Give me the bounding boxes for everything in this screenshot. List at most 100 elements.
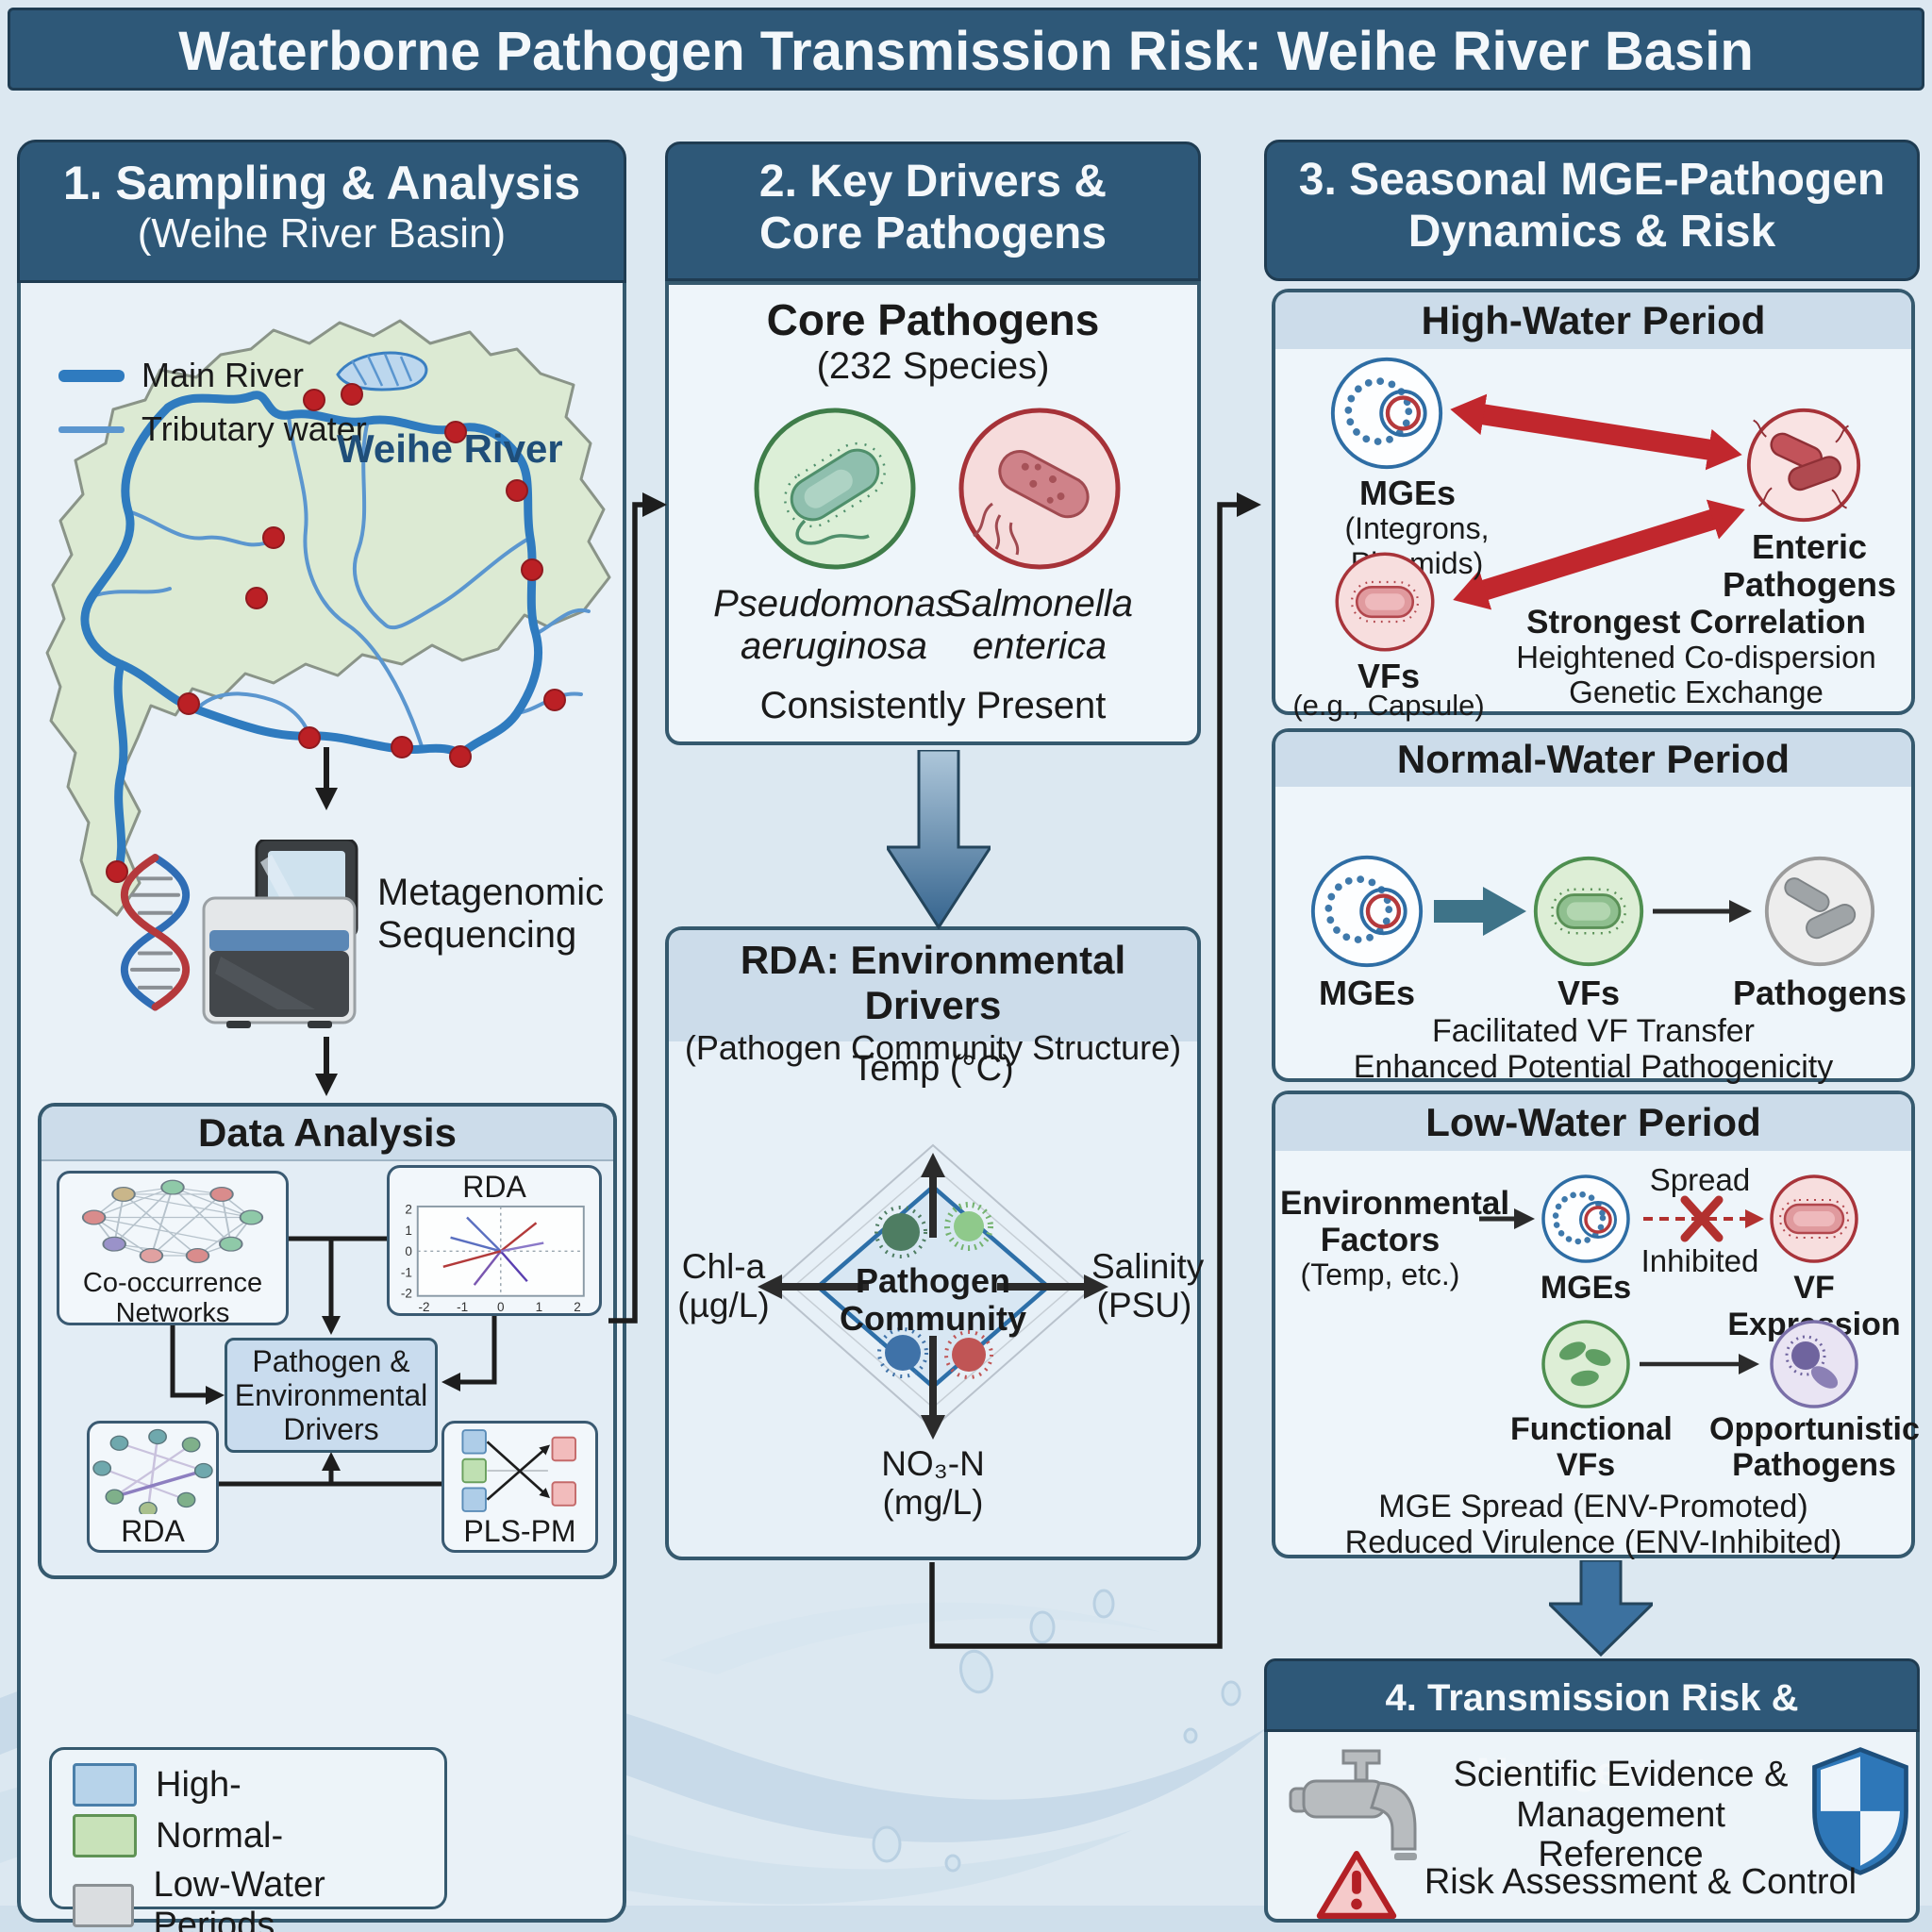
water-period-legend: High- Normal- Low-Water Periods: [49, 1747, 447, 1932]
env-line1: Environmental: [1280, 1185, 1510, 1222]
panel-seasonal-dynamics-header: 3. Seasonal MGE-Pathogen Dynamics & Risk: [1264, 140, 1920, 281]
high-water-notes: Strongest Correlation Heightened Co-disp…: [1478, 604, 1914, 710]
high-note2: Heightened Co-dispersion: [1516, 640, 1876, 675]
rda-xtick: 1: [536, 1300, 543, 1314]
no3-line2: (mg/L): [882, 1483, 984, 1523]
panel3-header-line2: Dynamics & Risk: [1407, 207, 1776, 257]
normal-vf-label: VFs: [1557, 974, 1621, 1012]
co-occurrence-box: Co-occurrence Networks: [57, 1171, 289, 1328]
normal-note1: Facilitated VF Transfer: [1431, 1013, 1755, 1049]
species1-line1: Pseudomonas: [713, 583, 955, 625]
drivers-line2: Environmental: [234, 1377, 428, 1412]
core-to-rda-arrow: [887, 750, 991, 929]
high-water-swatch: [73, 1763, 137, 1807]
mge-to-vf-arrow: [1434, 887, 1526, 936]
sequencing-label-line2: Sequencing: [377, 914, 577, 956]
enteric-line1: Enteric: [1751, 527, 1868, 566]
rda-xtick: -1: [457, 1300, 468, 1314]
enteric-pathogens-icon: [1746, 408, 1861, 523]
rda-ytick: 2: [405, 1205, 412, 1217]
panel2-header-line2: Core Pathogens: [758, 208, 1108, 258]
pathogen-community-line1: Pathogen: [855, 1261, 1010, 1300]
chla-line2: (µg/L): [677, 1286, 770, 1325]
shield-icon: [1812, 1747, 1908, 1875]
main-river-line-swatch: [58, 369, 125, 382]
map-legend-main-river: Main River: [58, 356, 304, 395]
normal-water-period-box: Normal-Water Period: [1272, 728, 1915, 1085]
low-note2: Reduced Virulence (ENV-Inhibited): [1344, 1524, 1842, 1561]
evidence-line1: Scientific Evidence &: [1453, 1755, 1789, 1794]
normal-water-title: Normal-Water Period: [1275, 732, 1911, 787]
core-pathogens-box: Core Pathogens (232 Species): [665, 281, 1201, 745]
rda-ytick: 0: [405, 1244, 412, 1258]
mge-plasmid-icon: [1330, 357, 1443, 470]
opportunistic-line2: Pathogens: [1732, 1447, 1896, 1484]
rda-env-title: RDA: Environmental Drivers: [740, 938, 1126, 1027]
species2-label: Salmonella enterica: [903, 583, 1176, 668]
river-basin-map: [45, 319, 611, 917]
evidence-text: Scientific Evidence & Management Referen…: [1436, 1755, 1806, 1875]
panel3-header-line1: 3. Seasonal MGE-Pathogen: [1298, 155, 1886, 205]
normal-note2: Enhanced Potential Pathogenicity: [1353, 1049, 1834, 1086]
env-line2: Factors: [1320, 1222, 1441, 1259]
low-mge-label: MGEs: [1540, 1270, 1632, 1306]
species1-line2: aeruginosa: [741, 625, 927, 667]
normal-water-swatch: [73, 1814, 137, 1857]
core-pathogens-subtitle: (232 Species): [816, 345, 1050, 387]
normal-pathogens-icon: [1764, 856, 1875, 967]
warning-triangle-icon: [1316, 1851, 1397, 1919]
functional-vfs-icon: [1541, 1320, 1630, 1408]
functional-line1: Functional: [1510, 1411, 1673, 1447]
rda-ytick: -1: [401, 1265, 412, 1279]
vfs-to-opportunistic-arrow: [1640, 1354, 1759, 1374]
spread-inhibited-arrow: [1643, 1195, 1764, 1242]
high-water-label: High-: [156, 1764, 242, 1805]
tributary-line-swatch: [58, 425, 125, 433]
panel1-header: 1. Sampling & Analysis (Weihe River Basi…: [17, 140, 626, 283]
chla-line1: Chl-a: [681, 1247, 766, 1286]
co-occurrence-network-icon: [81, 1179, 264, 1263]
rda-bottom-label: RDA: [121, 1514, 185, 1548]
sequencing-label: Metagenomic Sequencing: [377, 872, 623, 957]
sequencing-label-line1: Metagenomic: [377, 872, 605, 913]
normal-mge-icon: [1310, 855, 1424, 968]
drivers-line1: Pathogen &: [252, 1344, 410, 1378]
rda-xtick: 0: [497, 1300, 505, 1314]
map-legend-tributary: Tributary water: [58, 409, 367, 449]
normal-water-notes: Facilitated VF Transfer Enhanced Potenti…: [1275, 1013, 1911, 1085]
panel4-header: 4. Transmission Risk & Management: [1264, 1658, 1920, 1792]
species1-label: Pseudomonas aeruginosa: [697, 583, 971, 668]
low-mge-icon: [1541, 1174, 1630, 1263]
rda-network-icon: [92, 1428, 213, 1514]
high-vf-label: VFs: [1357, 657, 1421, 695]
panel2-header-line1: 2. Key Drivers &: [758, 157, 1108, 207]
pls-pm-label: PLS-PM: [463, 1514, 576, 1548]
drivers-line3: Drivers: [283, 1411, 379, 1446]
rda-ordination-plot: -2 -1 0 1 2 2 1 0 -1 -2: [401, 1205, 585, 1314]
evidence-line2: Management Reference: [1516, 1794, 1725, 1875]
low-note1: MGE Spread (ENV-Promoted): [1378, 1489, 1808, 1524]
vf-to-pathogens-arrow: [1653, 900, 1752, 923]
opportunistic-label: Opportunistic Pathogens: [1709, 1411, 1920, 1484]
rda-environmental-drivers-box: RDA: Environmental Drivers (Pathogen Com…: [665, 926, 1204, 1560]
panel1-header-line1: 1. Sampling & Analysis: [62, 157, 581, 209]
sequencer-machine-icon: [202, 840, 358, 1028]
risk-assessment-text: Risk Assessment & Control: [1424, 1862, 1857, 1902]
high-note1: Strongest Correlation: [1526, 604, 1866, 641]
enteric-line2: Pathogens: [1722, 565, 1897, 605]
low-water-title: Low-Water Period: [1275, 1094, 1911, 1151]
environmental-factors-label: Environmental Factors (Temp, etc.): [1280, 1185, 1510, 1292]
species2-line2: enterica: [972, 625, 1108, 667]
dna-helix-icon: [120, 854, 191, 1011]
panel-sampling-analysis: 1. Sampling & Analysis (Weihe River Basi…: [17, 140, 626, 1932]
panel-key-drivers-header: 2. Key Drivers & Core Pathogens: [665, 142, 1201, 281]
high-mge-label: MGEs: [1358, 474, 1457, 512]
data-analysis-title: Data Analysis: [42, 1107, 613, 1161]
rda-ytick: -2: [401, 1287, 412, 1301]
river-name-label: Weihe River: [337, 426, 563, 471]
rda-bottom-box: RDA: [87, 1421, 219, 1553]
vf-expression-icon: [1770, 1174, 1858, 1263]
high-vf-sub: (e.g., Capsule): [1292, 689, 1485, 722]
high-water-period-box: High-Water Period MGEs (Integrons, Plasm…: [1272, 289, 1915, 722]
env-to-mge-arrow: [1479, 1208, 1535, 1229]
